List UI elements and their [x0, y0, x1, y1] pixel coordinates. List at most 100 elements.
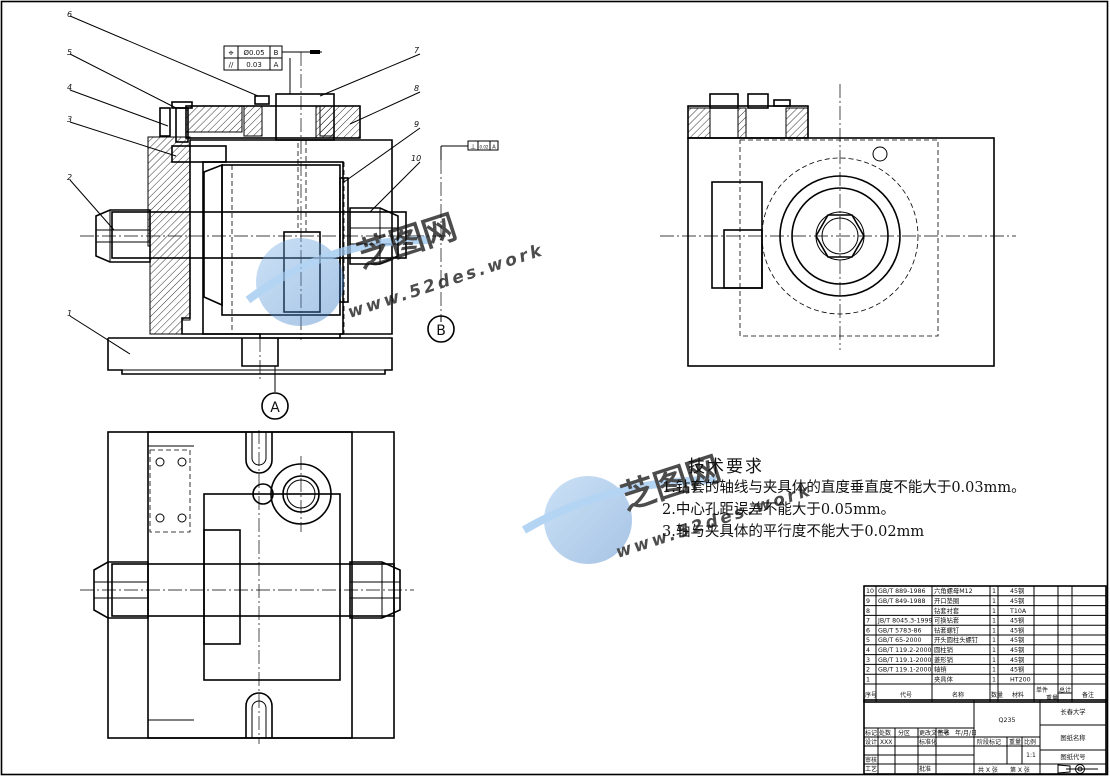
- svg-text:标记: 标记: [865, 729, 877, 737]
- svg-text:4: 4: [866, 647, 870, 654]
- svg-text:共 X 张: 共 X 张: [978, 766, 998, 774]
- bom-header: 序号代号名称数量材料单件重量总计备注: [865, 686, 1094, 702]
- svg-text:审核: 审核: [865, 756, 877, 764]
- svg-text:图纸代号: 图纸代号: [1060, 752, 1085, 761]
- svg-text:芝图网: 芝图网: [352, 207, 461, 277]
- svg-text:A: A: [492, 145, 496, 151]
- svg-text:45钢: 45钢: [1010, 636, 1024, 644]
- svg-text:6: 6: [67, 10, 72, 19]
- svg-text:9: 9: [866, 598, 870, 605]
- svg-text:B: B: [436, 323, 446, 339]
- svg-text:1: 1: [67, 309, 72, 318]
- svg-text:0.03: 0.03: [246, 61, 262, 69]
- svg-text:总计: 总计: [1059, 686, 1071, 694]
- svg-text:45钢: 45钢: [1010, 646, 1024, 654]
- svg-text:阶段标记: 阶段标记: [977, 738, 1001, 746]
- requirement-3: 3.轴与夹具体的平行度不能大于0.02mm: [662, 524, 925, 540]
- svg-text:1: 1: [992, 667, 996, 674]
- bom-row: 1 夹具体 1 HT200: [866, 674, 1031, 683]
- svg-text:GB/T 119.1-2000: GB/T 119.1-2000: [878, 667, 932, 674]
- svg-text:5: 5: [866, 637, 870, 644]
- svg-text:⊥: ⊥: [470, 143, 476, 151]
- svg-text:1: 1: [992, 647, 996, 654]
- feature-control-frame-bottom: // 0.03 A: [223, 57, 291, 94]
- technical-requirements-title: 技术要求: [688, 457, 764, 477]
- svg-text:单件: 单件: [1036, 686, 1048, 694]
- svg-text:9: 9: [414, 120, 419, 129]
- svg-text:45钢: 45钢: [1010, 587, 1024, 595]
- svg-text:3: 3: [67, 115, 72, 124]
- requirement-2: 2.中心孔距误差不能大于0.05mm。: [662, 502, 896, 518]
- svg-text:1: 1: [866, 676, 870, 683]
- svg-text:GB/T 889-1986: GB/T 889-1986: [878, 588, 926, 595]
- svg-text:2: 2: [866, 667, 870, 674]
- svg-text:1: 1: [992, 618, 996, 625]
- front-view: A B 6 5 4 3 2 1 7 8 9 10 ⌖ Ø0.05: [67, 10, 499, 420]
- svg-text:HT200: HT200: [1010, 676, 1031, 683]
- svg-text:更改文件号: 更改文件号: [919, 729, 949, 737]
- svg-text:重量: 重量: [1009, 738, 1021, 746]
- svg-text:序号: 序号: [865, 691, 877, 699]
- projection-symbol-icon: [1057, 764, 1098, 774]
- svg-text:4: 4: [67, 83, 72, 92]
- svg-text:标准化: 标准化: [919, 738, 937, 746]
- title-block: Q235 长春大学 图纸名称 图纸代号 标记 处数 分区 更改文件号 签名 年/…: [863, 699, 1107, 775]
- svg-text:10: 10: [866, 588, 874, 595]
- svg-text:3: 3: [866, 657, 870, 664]
- svg-text:圆柱销: 圆柱销: [934, 645, 953, 654]
- requirement-1: 1.钻套的轴线与夹具体的直度垂直度不能大于0.03mm。: [662, 480, 1026, 496]
- svg-text:5: 5: [67, 48, 72, 57]
- svg-text:1: 1: [992, 598, 996, 605]
- svg-text:0.02: 0.02: [480, 145, 489, 150]
- svg-text:夹具体: 夹具体: [934, 674, 954, 683]
- svg-text:分区: 分区: [898, 729, 910, 737]
- svg-text:45钢: 45钢: [1010, 597, 1024, 605]
- svg-text:备注: 备注: [1082, 691, 1094, 699]
- svg-text:JB/T 8045.3-1999: JB/T 8045.3-1999: [877, 618, 932, 625]
- svg-text:1: 1: [992, 676, 996, 683]
- svg-text:7: 7: [866, 618, 870, 625]
- svg-text:GB/T 119.2-2000: GB/T 119.2-2000: [878, 647, 932, 654]
- svg-text:1:1: 1:1: [1026, 752, 1036, 759]
- feature-control-frame-side: ⊥ 0.02 A: [440, 140, 499, 160]
- svg-text:A: A: [274, 61, 279, 69]
- bom-row: 9 GB/T 849-1988 开口垫圈 1 45钢: [866, 596, 1024, 605]
- svg-text:6: 6: [866, 627, 870, 634]
- svg-text:签名: 签名: [938, 729, 950, 737]
- svg-text:Ø0.05: Ø0.05: [243, 49, 264, 57]
- svg-text:1: 1: [992, 657, 996, 664]
- svg-text:数量: 数量: [991, 691, 1003, 699]
- svg-text:开头圆柱头螺钉: 开头圆柱头螺钉: [934, 635, 979, 644]
- top-view: [80, 430, 414, 744]
- svg-text:GB/T 849-1988: GB/T 849-1988: [878, 598, 926, 605]
- svg-text:钻套螺钉: 钻套螺钉: [934, 625, 960, 634]
- svg-text:1: 1: [992, 637, 996, 644]
- svg-text:A: A: [270, 400, 280, 416]
- svg-text:批准: 批准: [919, 765, 931, 773]
- svg-text:45钢: 45钢: [1010, 656, 1024, 664]
- watermark-1: 芝图网 www.52des.work: [245, 207, 547, 326]
- svg-text:材料: 材料: [1012, 691, 1024, 699]
- svg-text:开口垫圈: 开口垫圈: [934, 596, 959, 605]
- section-marker-b: [427, 315, 455, 343]
- svg-text:工艺: 工艺: [865, 765, 877, 773]
- svg-text://: //: [229, 61, 234, 69]
- svg-text:45钢: 45钢: [1010, 617, 1024, 625]
- svg-text:长春大学: 长春大学: [1060, 707, 1085, 716]
- svg-text:1: 1: [992, 608, 996, 615]
- svg-text:重量: 重量: [1046, 694, 1058, 702]
- svg-text:可换钻套: 可换钻套: [934, 616, 960, 625]
- svg-text:轴销: 轴销: [934, 665, 947, 674]
- svg-text:比例: 比例: [1024, 738, 1036, 746]
- svg-text:1: 1: [992, 627, 996, 634]
- svg-text:45钢: 45钢: [1010, 626, 1024, 634]
- svg-text:年/月/日: 年/月/日: [955, 729, 977, 737]
